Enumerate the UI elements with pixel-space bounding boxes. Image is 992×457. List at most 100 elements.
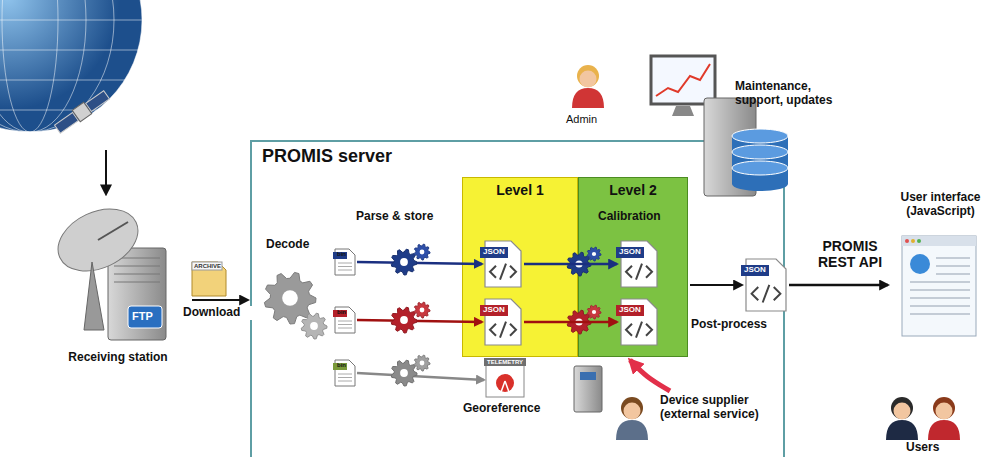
supplier-computer <box>574 366 602 412</box>
parallel <box>0 50 150 51</box>
telemetry-icon <box>486 359 524 397</box>
code-symbol <box>626 322 652 338</box>
file-type-label: JSON <box>480 305 508 316</box>
person-body <box>616 420 648 440</box>
telemetry-band <box>484 358 526 366</box>
file-type-label: JSON <box>616 305 644 316</box>
antenna-mast <box>500 381 510 395</box>
level-band: JSONJSONLevel 2 <box>578 177 688 357</box>
edge-label: PROMIS REST API <box>806 238 894 270</box>
parallel <box>0 80 150 81</box>
person-body <box>572 88 604 108</box>
satellite-body <box>72 102 91 121</box>
calibration-gear <box>587 247 601 261</box>
parse-gear <box>391 360 417 386</box>
database-disk <box>732 129 788 143</box>
user-person <box>928 397 960 440</box>
step-label: Calibration <box>598 210 661 224</box>
browser-bar <box>902 236 976 246</box>
gear-hole <box>592 310 596 314</box>
file-line <box>338 321 352 322</box>
file-line <box>338 374 352 375</box>
parse-gear <box>414 244 430 260</box>
node-label: Receiving station <box>46 350 190 364</box>
file-type-label: JSON <box>741 265 769 276</box>
browser-text-line <box>910 313 970 315</box>
icon-caption: bin <box>337 251 346 258</box>
receiving-station-icon <box>48 197 166 340</box>
file-line <box>338 381 352 382</box>
solar-panel <box>86 91 110 112</box>
person-body <box>928 420 960 440</box>
parse-flow <box>357 262 482 264</box>
edge-label: Download <box>183 306 253 320</box>
icon-caption: bin <box>337 362 346 369</box>
person-hair <box>891 397 913 419</box>
node-label: User interface (JavaScript) <box>891 190 990 219</box>
monitor-stand <box>672 106 694 116</box>
browser-dot <box>917 239 921 243</box>
gear-hole <box>420 250 425 255</box>
satellite <box>53 89 110 135</box>
parse-gear <box>391 249 417 275</box>
file-type-label: JSON <box>616 247 644 258</box>
node-label: Level 1 <box>463 182 577 198</box>
person-face <box>624 403 641 420</box>
browser-dot <box>905 239 909 243</box>
vent <box>114 282 160 283</box>
bin-file-band <box>333 310 347 317</box>
gear-hole <box>400 258 408 266</box>
json-file: JSON <box>620 298 658 346</box>
person-hair <box>621 397 643 419</box>
connector-arrow <box>524 263 617 266</box>
dish-stand <box>84 262 104 330</box>
calibration-gear <box>587 305 601 319</box>
database-disk <box>732 161 788 175</box>
device-supplier-person <box>616 397 648 440</box>
database-disk <box>732 145 788 159</box>
code-symbol <box>626 264 652 280</box>
gear-hole <box>420 308 425 313</box>
person-face <box>894 403 911 420</box>
file-line <box>338 328 352 329</box>
browser-text-line <box>910 305 970 307</box>
icon-caption: TELEMETRY <box>487 359 523 366</box>
parse-flow <box>357 320 482 322</box>
step-label: Parse & store <box>356 210 433 224</box>
bin-file-band <box>333 363 347 370</box>
step-label: Maintenance, support, updates <box>735 80 853 108</box>
browser-dot <box>911 239 915 243</box>
gear-hole <box>282 290 298 306</box>
file-line <box>338 324 352 325</box>
file-line <box>338 266 352 267</box>
connector-arrow <box>789 284 888 287</box>
gear-hole <box>592 252 596 256</box>
step-label: Users <box>906 441 939 455</box>
device-supplier: Device supplier (external service) <box>660 393 780 427</box>
connector-arrow <box>630 360 670 391</box>
archive-icon <box>192 262 226 296</box>
node-label: Device supplier (external service) <box>660 393 780 422</box>
decode-gear <box>301 313 327 339</box>
person-hair <box>577 65 599 87</box>
database-disk <box>732 177 788 191</box>
person-face <box>936 403 953 420</box>
gear-hole <box>400 369 408 377</box>
supplier-screen <box>580 372 596 380</box>
level-band: JSONJSONLevel 1 <box>462 177 578 357</box>
step-label: Admin <box>566 113 597 126</box>
file-line <box>338 270 352 271</box>
ftp-badge <box>128 306 162 328</box>
browser-text-line <box>910 289 970 291</box>
vent <box>114 266 160 267</box>
gear-hole <box>310 322 318 330</box>
parse-gear <box>414 355 430 371</box>
node-label: Level 2 <box>579 182 687 198</box>
json-file: JSON <box>745 258 787 312</box>
gear-hole <box>400 316 408 324</box>
bin-file <box>335 360 355 386</box>
browser-text-line <box>936 273 970 275</box>
bin-file-band <box>333 252 347 259</box>
